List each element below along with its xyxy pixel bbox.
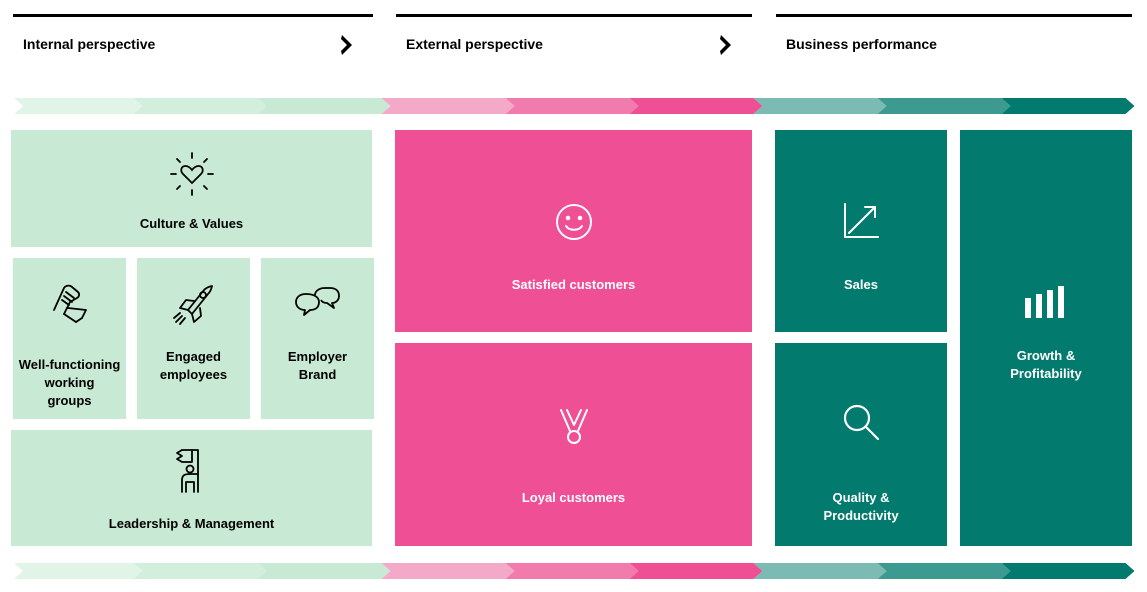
arrow-segment: [877, 563, 1011, 579]
tile-label: Satisfied customers: [511, 277, 636, 292]
tile-label: Employer Brand: [287, 349, 348, 382]
arrow-segment: [381, 563, 515, 579]
heart-sparkle-icon: [169, 152, 214, 196]
header-title: External perspective: [406, 36, 543, 52]
tile-label: Growth & Profitability: [1010, 348, 1082, 381]
tile-sales: Sales: [775, 130, 947, 332]
magnifier-icon: [843, 404, 880, 441]
handshake-fist-icon: [52, 284, 87, 323]
bar-chart-icon: [1025, 286, 1064, 318]
arrow-segment: [877, 98, 1011, 114]
rocket-icon: [172, 285, 213, 325]
speech-bubbles-icon: [294, 287, 340, 316]
arrow-segment: [133, 563, 267, 579]
progress-arrow-strip-bottom: [14, 563, 1135, 579]
arrow-segment: [505, 563, 639, 579]
tile-label: Quality & Productivity: [823, 490, 899, 523]
tile-growth-profitability: Growth & Profitability: [960, 130, 1132, 546]
header-external: External perspective: [396, 14, 752, 67]
chevron-right-icon: [341, 35, 352, 55]
arrow-segment: [753, 563, 887, 579]
tile-satisfied-customers: Satisfied customers: [395, 130, 752, 332]
progress-arrow-strip-top: [14, 98, 1135, 114]
arrow-segment: [257, 563, 391, 579]
tile-quality-productivity: Quality & Productivity: [775, 343, 947, 546]
person-flag-icon: [175, 449, 199, 493]
medal-icon: [559, 409, 588, 444]
arrow-segment: [629, 563, 763, 579]
arrow-segment: [257, 98, 391, 114]
tile-label: Engaged employees: [159, 349, 228, 382]
tile-label: Loyal customers: [521, 490, 626, 505]
arrow-segment: [133, 98, 267, 114]
tile-label: Well-functioning working groups: [18, 357, 121, 408]
trend-arrow-icon: [844, 203, 879, 238]
tile-label: Culture & Values: [139, 216, 244, 231]
tile-loyal-customers: Loyal customers: [395, 343, 752, 546]
tile-working-groups: Well-functioning working groups: [13, 258, 126, 419]
header-internal: Internal perspective: [13, 14, 373, 67]
chevron-right-icon: [720, 35, 731, 55]
header-title: Business performance: [786, 36, 937, 52]
arrow-segment: [14, 98, 143, 114]
tile-engaged-employees: Engaged employees: [137, 258, 250, 419]
smiley-icon: [555, 204, 592, 240]
tile-label: Sales: [844, 277, 878, 292]
header-business: Business performance: [776, 14, 1132, 67]
tile-culture-values: Culture & Values: [11, 130, 372, 247]
arrow-segment: [753, 98, 887, 114]
tile-label: Leadership & Management: [108, 516, 275, 531]
arrow-segment: [14, 563, 143, 579]
arrow-segment: [629, 98, 763, 114]
header-title: Internal perspective: [23, 36, 156, 52]
arrow-segment: [381, 98, 515, 114]
arrow-segment: [1001, 98, 1135, 114]
tile-leadership-management: Leadership & Management: [11, 430, 372, 546]
arrow-segment: [505, 98, 639, 114]
arrow-segment: [1001, 563, 1135, 579]
tile-employer-brand: Employer Brand: [261, 258, 374, 419]
